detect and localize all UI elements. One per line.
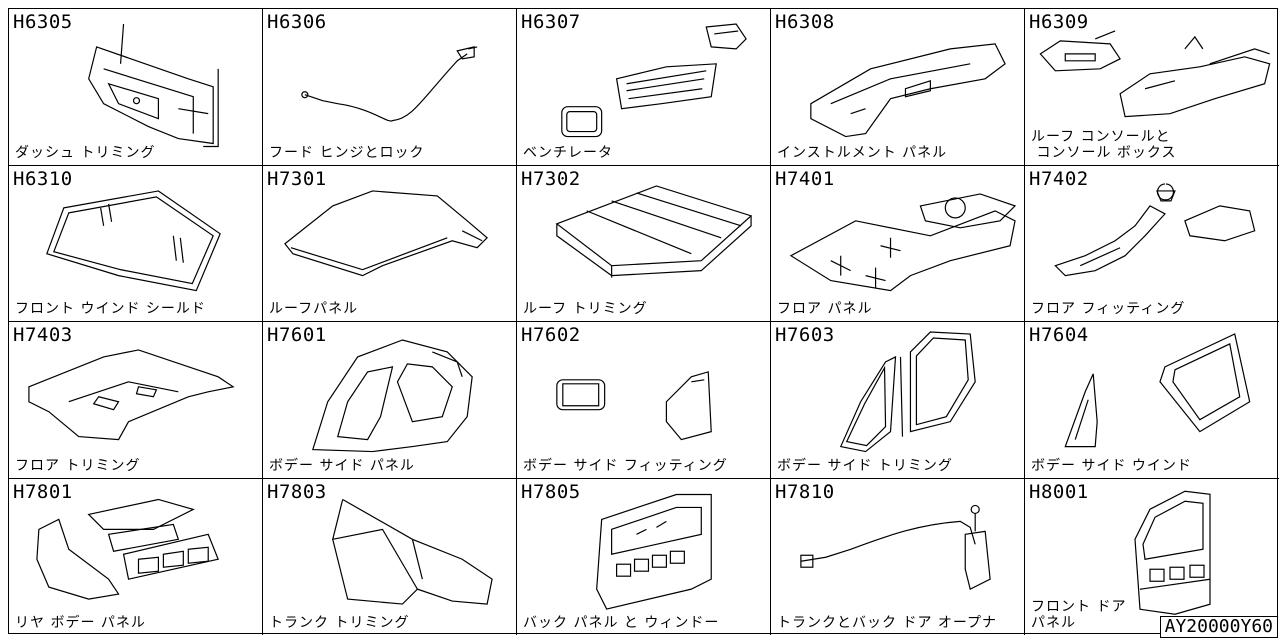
console-illustration: [1039, 30, 1271, 118]
part-cell-h6307[interactable]: H6307 ベンチレータ: [517, 9, 771, 166]
part-name: ボデー サイド パネル: [269, 457, 415, 474]
part-cell-h7602[interactable]: H7602 ボデー サイド フィッティング: [517, 322, 771, 479]
part-cell-h6305[interactable]: H6305 ダッシュ トリミング: [9, 9, 263, 166]
part-code: H6310: [13, 167, 73, 190]
part-cell-h7801[interactable]: H7801 リヤ ボデー パネル: [9, 478, 263, 635]
trunktrim-illustration: [331, 498, 493, 605]
part-cell-h7401[interactable]: H7401 フロア パネル: [771, 165, 1025, 322]
part-name: トランクとバック ドア オープナ: [777, 615, 998, 631]
part-code: H7302: [521, 167, 581, 190]
part-cell-h6310[interactable]: H6310 フロント ウインド シールド: [9, 165, 263, 322]
part-cell-h7302[interactable]: H7302 ルーフ トリミング: [517, 165, 771, 322]
opener-illustration: [800, 504, 991, 590]
roof-illustration: [284, 189, 488, 276]
cable-illustration: [301, 46, 478, 122]
dash-illustration: [88, 23, 219, 148]
sidefit-illustration: [556, 371, 712, 441]
part-name: フード ヒンジとロック: [269, 144, 425, 161]
part-name: インストルメント パネル: [777, 144, 948, 161]
part-name: ダッシュ トリミング: [15, 144, 156, 161]
part-cell-h6309[interactable]: H6309 ルーフ コンソールと コンソール ボックス: [1025, 9, 1279, 166]
backpanel-illustration: [596, 493, 712, 610]
part-code: H8001: [1029, 480, 1089, 503]
part-cell-h7805[interactable]: H7805 バック パネル と ウィンドー: [517, 478, 771, 635]
rooftrim-illustration: [555, 184, 753, 278]
floorpanel-illustration: [789, 192, 1017, 291]
part-code: H7803: [267, 480, 327, 503]
part-code: H7402: [1029, 167, 1089, 190]
part-cell-h8001[interactable]: H8001 フロント ドア パネル: [1025, 479, 1279, 636]
parts-grid: H6305 ダッシュ トリミング H6306 フード ヒンジとロック H6307 ベンチレ…: [8, 8, 1279, 636]
instrument-illustration: [810, 43, 1006, 138]
part-name: リヤ ボデー パネル: [15, 615, 146, 631]
part-cell-h7603[interactable]: H7603 ボデー サイド トリミング: [771, 322, 1025, 479]
part-name: フロント ドア パネル: [1031, 599, 1127, 631]
part-name: ボデー サイド ウインド: [1031, 457, 1192, 474]
part-code: H7601: [267, 324, 327, 346]
sidepanel-illustration: [311, 339, 473, 453]
part-cell-h7803[interactable]: H7803 トランク トリミング: [263, 478, 517, 635]
windshield-illustration: [46, 189, 221, 291]
part-cell-h7403[interactable]: H7403 フロア トリミング: [9, 322, 263, 479]
floorfit-illustration: [1054, 182, 1256, 276]
door-illustration: [1134, 490, 1211, 615]
part-name: ルーフパネル: [269, 301, 359, 317]
part-name: ベンチレータ: [523, 144, 613, 161]
part-code: H7801: [13, 480, 73, 503]
part-code: H6306: [267, 11, 327, 33]
sidetrim-illustration: [839, 331, 976, 453]
part-code: H7403: [13, 324, 73, 346]
part-name: ルーフ コンソールと コンソール ボックス: [1031, 128, 1177, 161]
part-cell-h7601[interactable]: H7601 ボデー サイド パネル: [263, 322, 517, 479]
part-code: H7602: [521, 324, 581, 346]
part-name: トランク トリミング: [269, 615, 410, 631]
part-name: バック パネル と ウィンドー: [523, 615, 720, 631]
part-code: H7603: [775, 324, 835, 346]
part-name: ボデー サイド フィッティング: [523, 457, 728, 474]
diagram-id-label: AY20000Y60: [1159, 616, 1278, 638]
part-name: フロア フィッティング: [1031, 301, 1186, 317]
part-cell-h6308[interactable]: H6308 インストルメント パネル: [771, 9, 1025, 166]
part-code: H7401: [775, 167, 835, 190]
part-code: H7604: [1029, 324, 1089, 346]
part-cell-h6306[interactable]: H6306 フード ヒンジとロック: [263, 9, 517, 166]
part-cell-h7402[interactable]: H7402 フロア フィッティング: [1025, 166, 1279, 322]
part-code: H6305: [13, 11, 73, 33]
sidewindow-illustration: [1064, 333, 1251, 448]
part-name: ルーフ トリミング: [523, 301, 648, 317]
part-code: H6307: [521, 11, 581, 33]
part-name: フロア パネル: [777, 301, 873, 317]
part-cell-h7604[interactable]: H7604 ボデー サイド ウインド: [1025, 322, 1279, 479]
part-name: フロア トリミング: [15, 457, 141, 474]
part-cell-h7301[interactable]: H7301 ルーフパネル: [263, 165, 517, 322]
floortrim-illustration: [28, 349, 235, 441]
part-name: ボデー サイド トリミング: [777, 457, 953, 474]
part-code: H6309: [1029, 11, 1089, 33]
part-cell-h7810[interactable]: H7810 トランクとバック ドア オープナ: [771, 478, 1025, 635]
part-code: H7301: [267, 167, 327, 190]
part-code: H6308: [775, 11, 835, 33]
part-name: フロント ウインド シールド: [15, 301, 206, 317]
part-code: H7810: [775, 480, 835, 503]
rearbody-illustration: [36, 498, 219, 600]
vents-illustration: [561, 23, 747, 138]
part-code: H7805: [521, 480, 581, 503]
